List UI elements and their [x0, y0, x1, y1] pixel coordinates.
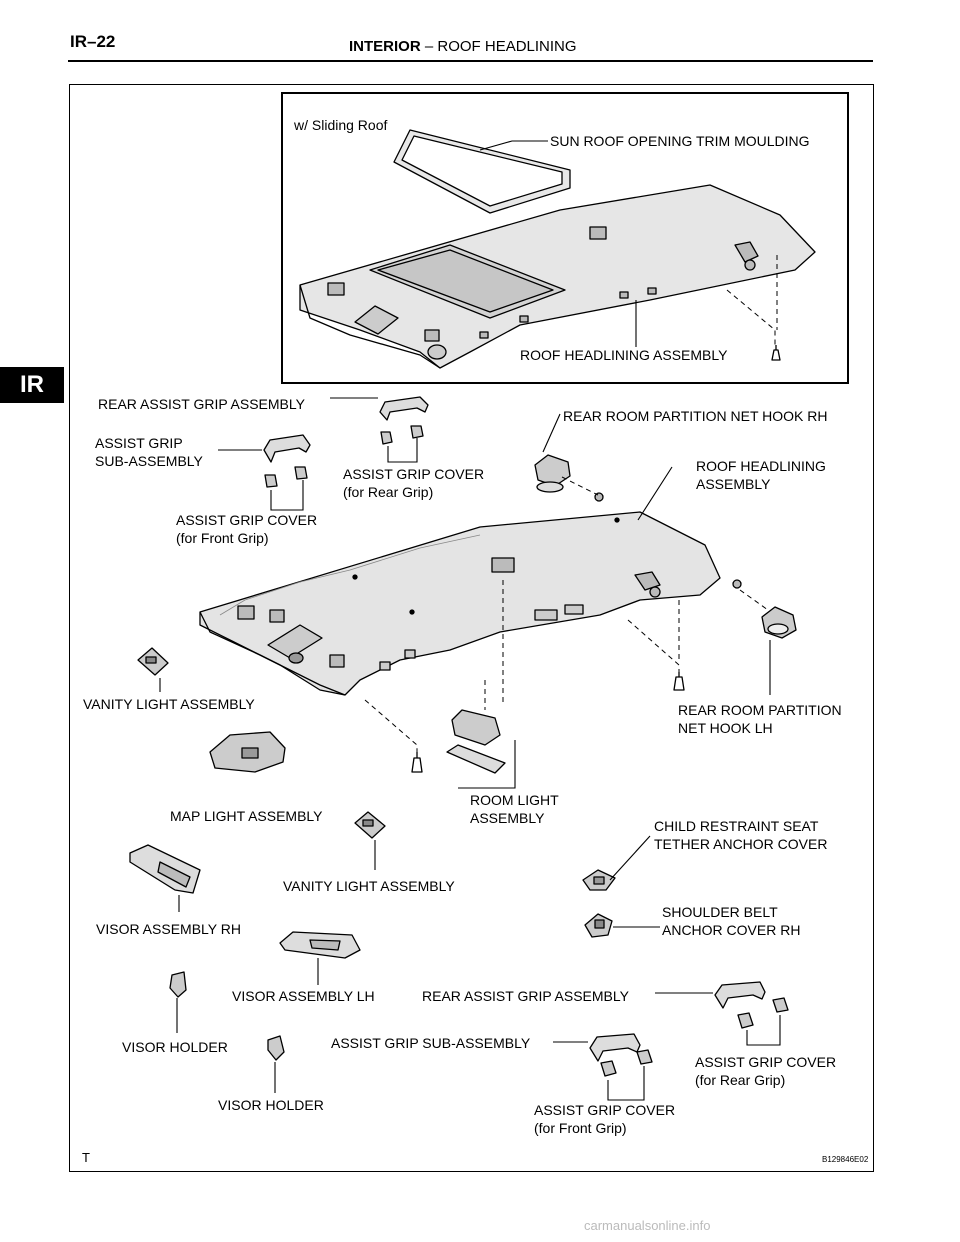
label-rear-assist-grip-bottom: REAR ASSIST GRIP ASSEMBLY: [422, 988, 629, 1004]
roof-headlining: [199, 511, 721, 696]
inset-screw-icon: [771, 345, 781, 361]
section-name: INTERIOR: [349, 38, 421, 55]
title-separator: –: [424, 38, 434, 55]
section-tab: IR: [0, 367, 64, 403]
label-assist-grip-sub-top-1: ASSIST GRIP: [95, 435, 183, 451]
screw-right-icon: [673, 672, 685, 691]
assist-grip-covers-front-top: [264, 466, 308, 488]
label-cover-front-top-2: (for Front Grip): [176, 530, 269, 546]
label-room-light-1: ROOM LIGHT: [470, 792, 559, 808]
visor-holder-2: [267, 1035, 285, 1061]
label-net-hook-lh-2: NET HOOK LH: [678, 720, 773, 736]
label-vanity-left: VANITY LIGHT ASSEMBLY: [83, 696, 255, 712]
label-map-light: MAP LIGHT ASSEMBLY: [170, 808, 323, 824]
label-room-light-2: ASSEMBLY: [470, 810, 545, 826]
footer-letter: T: [82, 1150, 90, 1165]
page-title: INTERIOR – ROOF HEADLINING: [349, 38, 577, 55]
rear-assist-grip-top: [379, 396, 429, 421]
label-child-restraint-2: TETHER ANCHOR COVER: [654, 836, 828, 852]
label-rear-assist-grip-top: REAR ASSIST GRIP ASSEMBLY: [98, 396, 305, 412]
screw-left-icon: [411, 752, 423, 773]
header-rule: [68, 60, 873, 62]
label-net-hook-lh-1: REAR ROOM PARTITION: [678, 702, 842, 718]
label-shoulder-belt-2: ANCHOR COVER RH: [662, 922, 801, 938]
label-cover-rear-bottom-1: ASSIST GRIP COVER: [695, 1054, 837, 1070]
label-headlining-1: ROOF HEADLINING: [696, 458, 826, 474]
visor-rh: [129, 844, 201, 894]
label-net-hook-rh: REAR ROOM PARTITION NET HOOK RH: [563, 408, 828, 424]
label-cover-rear-top-1: ASSIST GRIP COVER: [343, 466, 485, 482]
label-child-restraint-1: CHILD RESTRAINT SEAT: [654, 818, 819, 834]
label-cover-front-bottom-1: ASSIST GRIP COVER: [534, 1102, 676, 1118]
leader-lines: [159, 140, 781, 1101]
net-hook-lh: [761, 606, 797, 639]
page-number: IR–22: [70, 32, 116, 51]
label-cover-rear-top-2: (for Rear Grip): [343, 484, 434, 500]
label-assist-grip-sub-top-2: SUB-ASSEMBLY: [95, 453, 203, 469]
rear-assist-grip-bottom: [714, 981, 766, 1009]
shoulder-belt-cover: [584, 913, 613, 938]
label-visor-rh: VISOR ASSEMBLY RH: [96, 921, 241, 937]
sliding-roof-inset: [281, 92, 849, 384]
room-light: [446, 709, 506, 774]
inset-caption: w/ Sliding Roof: [294, 117, 388, 133]
visor-holder-1: [169, 971, 187, 998]
label-visor-holder-2: VISOR HOLDER: [218, 1097, 324, 1113]
visor-lh: [279, 931, 361, 959]
label-sunroof-trim: SUN ROOF OPENING TRIM MOULDING: [550, 133, 810, 149]
label-headlining-2: ASSEMBLY: [696, 476, 771, 492]
label-shoulder-belt-1: SHOULDER BELT: [662, 904, 778, 920]
assist-grip-sub-bottom: [589, 1033, 641, 1062]
vanity-light-center: [354, 811, 386, 839]
label-visor-holder-1: VISOR HOLDER: [122, 1039, 228, 1055]
label-inset-headlining: ROOF HEADLINING ASSEMBLY: [520, 347, 728, 363]
assist-grip-sub-top: [263, 434, 311, 463]
net-hook-screw-lh: [732, 579, 742, 589]
vanity-light-left: [137, 647, 169, 676]
label-vanity-center: VANITY LIGHT ASSEMBLY: [283, 878, 455, 894]
watermark-text: carmanualsonline.info: [584, 1218, 711, 1233]
assist-grip-covers-rear-top: [380, 425, 424, 445]
assist-grip-covers-rear-bottom: [737, 997, 789, 1029]
dashed-lines: [364, 255, 778, 752]
inset-roof-headlining: [299, 184, 816, 369]
map-light: [209, 731, 286, 773]
label-cover-front-bottom-2: (for Front Grip): [534, 1120, 627, 1136]
sunroof-trim-moulding: [393, 129, 571, 214]
child-restraint-cover: [582, 869, 616, 891]
label-cover-front-top-1: ASSIST GRIP COVER: [176, 512, 318, 528]
label-assist-grip-sub-bottom: ASSIST GRIP SUB-ASSEMBLY: [331, 1035, 531, 1051]
label-visor-lh: VISOR ASSEMBLY LH: [232, 988, 375, 1004]
net-hook-rh: [534, 454, 571, 493]
subsection-name: ROOF HEADLINING: [437, 38, 577, 55]
assist-grip-covers-front-bottom: [600, 1049, 653, 1077]
figure-code: B129846E02: [822, 1155, 869, 1164]
label-cover-rear-bottom-2: (for Rear Grip): [695, 1072, 786, 1088]
diagram-frame: [69, 84, 874, 1172]
